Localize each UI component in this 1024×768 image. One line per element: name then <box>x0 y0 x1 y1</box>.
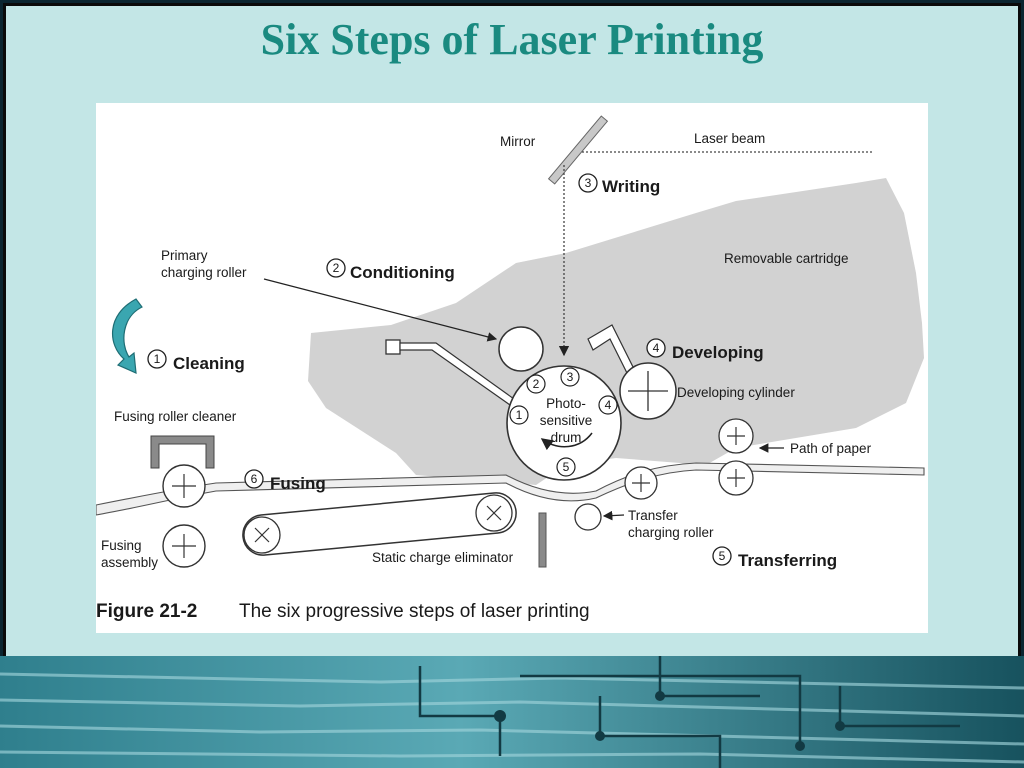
paper-path <box>96 462 925 516</box>
drum-station-1 <box>509 405 529 425</box>
step-2-label: Conditioning <box>350 263 455 282</box>
step-1-badge <box>147 349 167 369</box>
developing-cylinder-label: Developing cylinder <box>677 385 795 400</box>
transfer-roller-label-line1: Transfer <box>628 508 678 523</box>
fusing-assembly-label-line1: Fusing <box>101 538 142 553</box>
figure-caption-number: Figure 21-2 <box>96 601 197 622</box>
fusing-roller-cleaner-shape <box>150 435 215 469</box>
step-4-badge <box>646 338 666 358</box>
drum-station-5 <box>556 457 576 477</box>
step-6-label: Fusing <box>270 474 326 493</box>
step-5-badge <box>712 546 732 566</box>
step-1-number: 1 <box>154 352 161 366</box>
primary-roller-pointer <box>263 278 498 342</box>
drum-station-2 <box>526 374 546 394</box>
removable-cartridge-label: Removable cartridge <box>724 251 849 266</box>
fusing-belt <box>242 492 517 556</box>
fusing-assembly-label-line2: assembly <box>101 555 158 570</box>
step-4-label: Developing <box>672 343 764 362</box>
diagram-panel: Mirror Laser beam 3 Writing Removable ca… <box>96 103 928 633</box>
belt-roller-right-x2 <box>486 505 502 521</box>
step-5-number: 5 <box>719 549 726 563</box>
figure-caption-text: The six progressive steps of laser print… <box>239 601 590 622</box>
primary-charging-roller <box>498 326 544 372</box>
cleaning-arrow-icon <box>112 298 143 374</box>
circuit-footer-decoration <box>0 656 1024 768</box>
drum-label-line2: sensitive <box>540 413 593 428</box>
step-6-badge <box>244 469 264 489</box>
drum-station-1-number: 1 <box>516 408 523 422</box>
step-6-number: 6 <box>251 472 258 486</box>
static-charge-eliminator-shape <box>538 512 547 568</box>
drum-station-2-number: 2 <box>533 377 540 391</box>
drum-station-4 <box>598 395 618 415</box>
drum-station-3 <box>560 367 580 387</box>
removable-cartridge-shape <box>308 178 924 485</box>
step-5-label: Transferring <box>738 551 837 570</box>
drum-station-5-number: 5 <box>563 460 570 474</box>
step-2-badge <box>326 258 346 278</box>
step-3-number: 3 <box>585 176 592 190</box>
path-of-paper-label: Path of paper <box>790 441 872 456</box>
laser-printing-diagram: Mirror Laser beam 3 Writing Removable ca… <box>96 115 925 622</box>
drum-rotation-arrow-icon <box>540 432 593 451</box>
mirror-label: Mirror <box>500 134 536 149</box>
mirror-shape <box>547 115 609 185</box>
step-1-label: Cleaning <box>173 354 245 373</box>
transfer-roller-pointer <box>602 510 625 521</box>
primary-charging-roller-label-line2: charging roller <box>161 265 247 280</box>
step-3-badge <box>578 173 598 193</box>
transfer-roller-label-line2: charging roller <box>628 525 714 540</box>
drum-label-line3: drum <box>551 430 582 445</box>
step-2-number: 2 <box>333 261 340 275</box>
static-charge-eliminator-label: Static charge eliminator <box>372 550 514 565</box>
transfer-charging-roller <box>574 503 602 531</box>
cleaning-blade-tip <box>385 339 401 355</box>
step-4-number: 4 <box>653 341 660 355</box>
laser-beam-label: Laser beam <box>694 131 765 146</box>
slide-title: Six Steps of Laser Printing <box>260 15 764 64</box>
fusing-roller-cleaner-label: Fusing roller cleaner <box>114 409 237 424</box>
drum-station-4-number: 4 <box>605 398 612 412</box>
drum-label-line1: Photo- <box>546 396 586 411</box>
primary-charging-roller-label-line1: Primary <box>161 248 208 263</box>
belt-roller-left-x2 <box>254 527 270 543</box>
photosensitive-drum <box>506 365 622 481</box>
drum-station-3-number: 3 <box>567 370 574 384</box>
step-3-label: Writing <box>602 177 660 196</box>
